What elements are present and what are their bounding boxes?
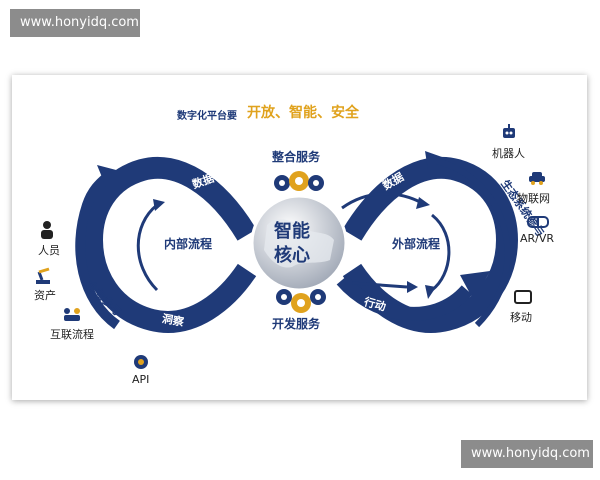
api-gear-icon (134, 355, 148, 369)
right-big-arrow (336, 275, 473, 321)
right-item-label: AR/VR (520, 232, 555, 245)
left-item-label: 互联流程 (50, 328, 94, 341)
internal-process-label: 内部流程 (164, 237, 213, 251)
development-services-label: 开发服务 (272, 317, 321, 331)
core-line2: 核心 (274, 245, 310, 266)
core-label: 智能 核心 (274, 220, 310, 268)
left-outer-arrowhead (97, 165, 120, 187)
watermark-bottom: www.honyidq.com (461, 440, 593, 468)
network-people-icon (64, 308, 80, 321)
integration-services-label: 整合服务 (272, 150, 321, 164)
vr-goggles-icon (527, 216, 549, 228)
watermark-top: www.honyidq.com (10, 9, 140, 37)
left-loop-band (80, 156, 257, 333)
right-item-label: 机器人 (492, 147, 525, 160)
diagram-card: 数字化平台要 开放、智能、安全 整合服务 开发服务 智能 核心 内部流程 外部流… (12, 75, 587, 400)
right-item-label: 物联网 (517, 192, 550, 205)
left-inner-arrow (136, 203, 159, 292)
car-icon (529, 172, 545, 185)
left-item-label: API (132, 373, 150, 386)
left-item-label: 资产 (34, 289, 56, 302)
tablet-icon (514, 290, 532, 304)
robot-icon (503, 124, 515, 138)
robot-arm-icon (36, 267, 50, 284)
person-icon (41, 221, 53, 239)
title-main: 开放、智能、安全 (247, 105, 359, 121)
left-outer-arrow (75, 173, 121, 330)
core-line1: 智能 (274, 221, 310, 242)
title-prefix: 数字化平台要 (177, 111, 237, 122)
right-inner-arrow (431, 213, 451, 292)
right-item-label: 移动 (510, 311, 532, 324)
right-outer-arrow (431, 157, 511, 328)
top-gears-icon (274, 171, 324, 191)
right-big-arrowhead (460, 271, 490, 301)
infinity-loop-diagram (75, 151, 519, 333)
left-item-label: 人员 (38, 244, 60, 257)
external-process-label: 外部流程 (392, 237, 441, 251)
bottom-gears-icon (276, 289, 326, 313)
